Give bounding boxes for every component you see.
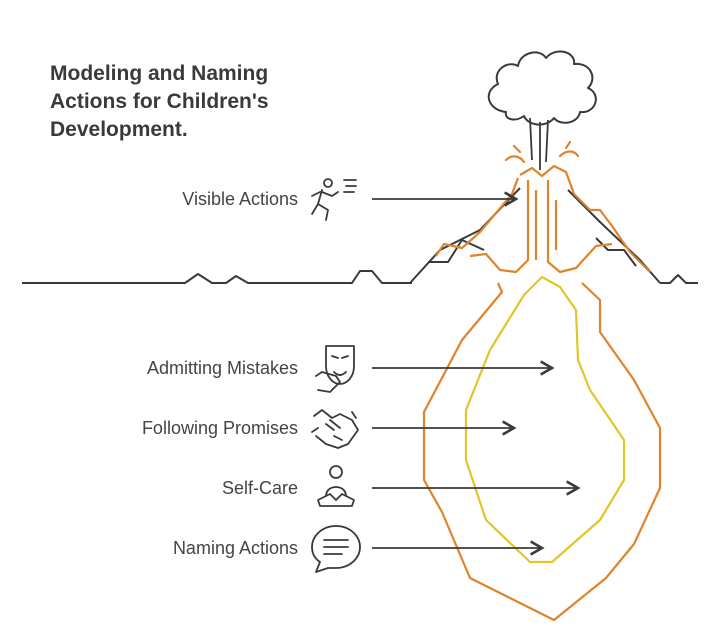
ground-line bbox=[22, 270, 698, 284]
label-naming-actions: Naming Actions bbox=[172, 538, 298, 558]
magma-chamber-inner bbox=[464, 275, 626, 564]
label-admitting-mistakes: Admitting Mistakes bbox=[146, 358, 298, 378]
running-person-icon bbox=[311, 178, 357, 221]
crater-lava bbox=[435, 164, 651, 273]
title-line-2: Actions for Children's bbox=[50, 90, 269, 113]
label-self-care: Self-Care bbox=[221, 478, 298, 498]
smoke-cloud bbox=[487, 50, 597, 170]
handshake-icon bbox=[311, 409, 359, 449]
volcano-vent bbox=[469, 180, 613, 274]
diagram-title: Modeling and Naming Actions for Children… bbox=[50, 60, 350, 144]
label-following-promises: Following Promises bbox=[141, 418, 298, 438]
mask-hand-icon bbox=[315, 345, 355, 393]
label-visible-actions: Visible Actions bbox=[182, 189, 298, 209]
arrows bbox=[372, 191, 581, 556]
magma-chamber-outer bbox=[422, 282, 662, 622]
title-line-3: Development. bbox=[50, 118, 188, 141]
speech-bubble-icon bbox=[311, 525, 361, 573]
meditating-person-icon bbox=[317, 465, 355, 507]
lava-splashes bbox=[504, 140, 580, 164]
title-line-1: Modeling and Naming bbox=[50, 62, 269, 85]
